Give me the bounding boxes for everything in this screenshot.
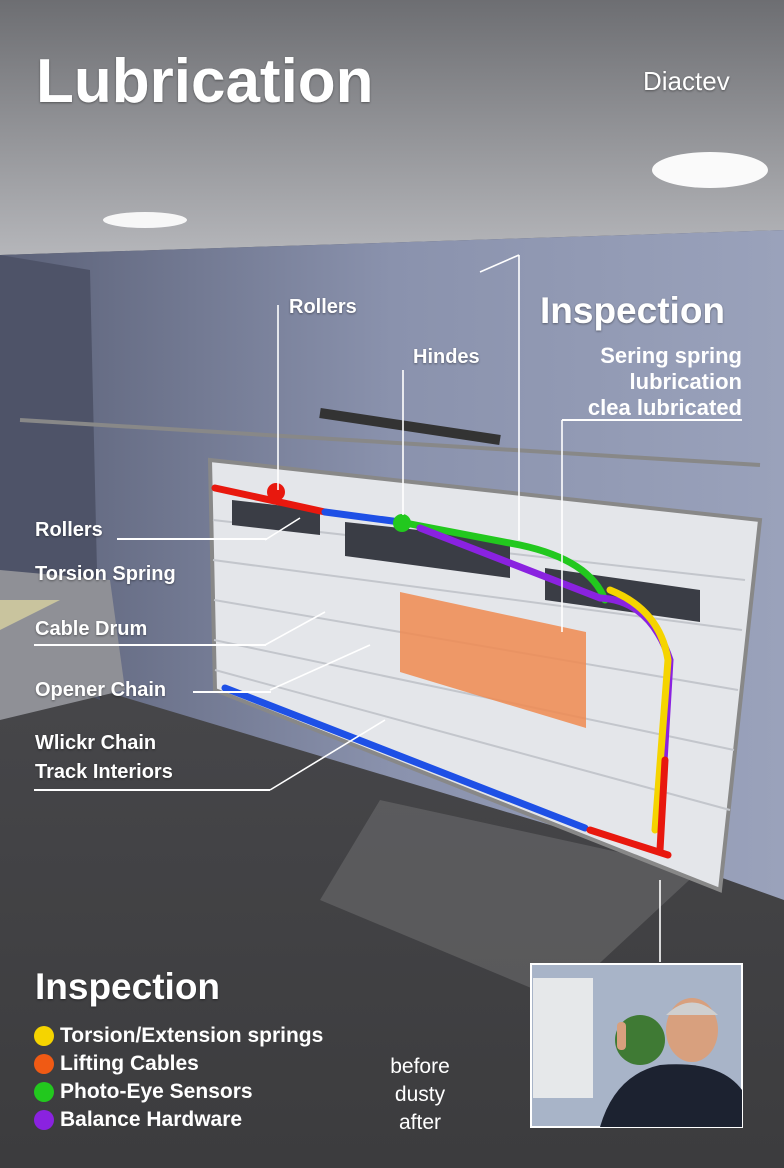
label-after: after <box>398 1111 442 1134</box>
green-dot-icon <box>34 1082 54 1102</box>
label-dusty: dusty <box>394 1083 446 1106</box>
right-panel-notes: Sering spring lubrication clea lubricate… <box>588 343 742 421</box>
label-opener-chain: Opener Chain <box>35 679 167 701</box>
label-cable-drum: Cable Drum <box>35 618 148 640</box>
legend-label: Torsion/Extension springs <box>60 1024 324 1047</box>
comparison-labels: before dusty after <box>360 1053 480 1137</box>
right-panel-heading: Inspection <box>540 290 726 331</box>
divider <box>562 419 742 421</box>
legend-item: Lifting Cables <box>34 1052 199 1076</box>
label-hinges: Hindes <box>413 346 480 368</box>
orange-dot-icon <box>34 1054 54 1074</box>
legend-item: Balance Hardware <box>34 1108 242 1132</box>
label-track-interiors: Track Interiors <box>35 761 173 783</box>
purple-dot-icon <box>34 1110 54 1130</box>
legend-label: Balance Hardware <box>60 1108 243 1131</box>
page-title: Lubrication <box>36 47 374 116</box>
label-before: before <box>390 1055 450 1078</box>
label-torsion-spring: Torsion Spring <box>35 563 176 585</box>
label-rollers: Rollers <box>35 519 103 541</box>
yellow-dot-icon <box>34 1026 54 1046</box>
inspection-heading: Inspection <box>35 966 221 1007</box>
note-line: clea lubricated <box>587 395 742 420</box>
legend-item: Torsion/Extension springs <box>34 1024 323 1048</box>
leader-line <box>34 789 270 791</box>
label-rollers-top: Rollers <box>289 296 357 318</box>
note-line: Sering spring <box>600 343 742 368</box>
leader-line <box>117 538 267 540</box>
label-chain: Wlickr Chain <box>35 732 157 754</box>
note-line: lubrication <box>629 369 742 394</box>
leader-line <box>193 691 271 693</box>
legend-item: Photo-Eye Sensors <box>34 1080 253 1104</box>
leader-line <box>34 644 266 646</box>
brand-logo: Diactev <box>643 66 730 96</box>
legend-label: Photo-Eye Sensors <box>60 1080 253 1103</box>
legend-label: Lifting Cables <box>60 1052 199 1075</box>
